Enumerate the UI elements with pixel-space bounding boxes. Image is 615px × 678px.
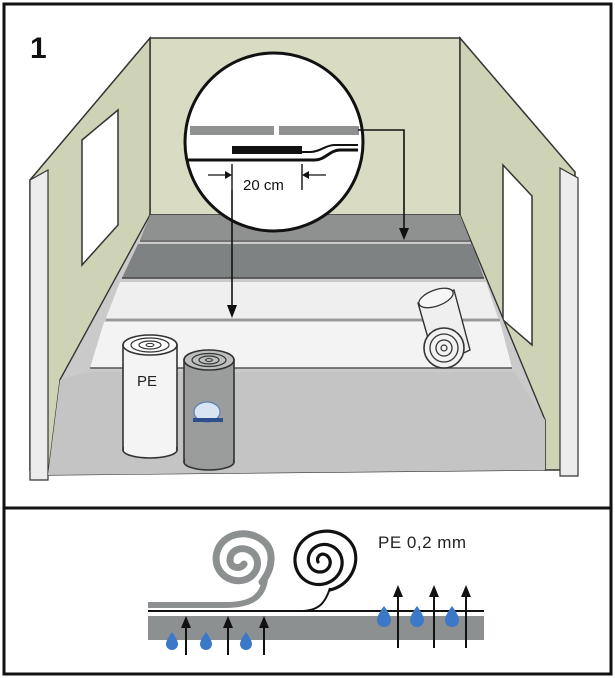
moisture-arrows-right xyxy=(393,585,471,648)
water-drop-icon xyxy=(166,632,178,650)
room-scene: PE xyxy=(29,35,579,481)
unrolling-film-roll xyxy=(417,287,471,369)
pe-film-roll: PE xyxy=(122,334,178,459)
detail-overlap-film xyxy=(186,148,358,162)
left-wall-edge xyxy=(29,168,49,481)
step-number: 1 xyxy=(30,32,47,65)
right-wall-edge xyxy=(559,166,579,477)
water-drop-icon xyxy=(410,606,424,627)
cross-section-panel: PE 0,2 mm xyxy=(148,529,484,655)
leader-arrow-left xyxy=(227,305,237,318)
film-strip-third xyxy=(106,282,498,318)
moisture-arrows-left xyxy=(181,616,269,655)
grey-film-roll xyxy=(183,349,235,471)
film-strip-second xyxy=(122,244,484,278)
detail-film-top-left xyxy=(190,126,274,135)
leader-arrow-right xyxy=(399,228,409,240)
film-lift-right xyxy=(235,587,331,612)
water-drop-icon xyxy=(445,606,459,627)
pe-thickness-label: PE 0,2 mm xyxy=(378,533,467,552)
water-drop-icon xyxy=(200,632,212,650)
water-drop-icon xyxy=(240,632,252,650)
right-door xyxy=(502,163,533,347)
left-window xyxy=(81,108,119,267)
grey-roll-spiral xyxy=(212,530,275,586)
leader-line-right xyxy=(358,129,405,232)
moisture-drops-left xyxy=(166,632,252,650)
overlap-detail-magnifier: 20 cm xyxy=(183,51,365,233)
pe-roll-spiral xyxy=(293,529,358,592)
overlap-dimension-label: 20 cm xyxy=(243,177,284,194)
water-drop-icon xyxy=(377,606,391,627)
moisture-drops-right xyxy=(377,606,459,627)
film-strip-back xyxy=(140,215,470,240)
pe-roll-label: PE xyxy=(137,373,157,390)
film-lift-left xyxy=(148,579,268,608)
detail-film-top-right xyxy=(279,126,359,135)
